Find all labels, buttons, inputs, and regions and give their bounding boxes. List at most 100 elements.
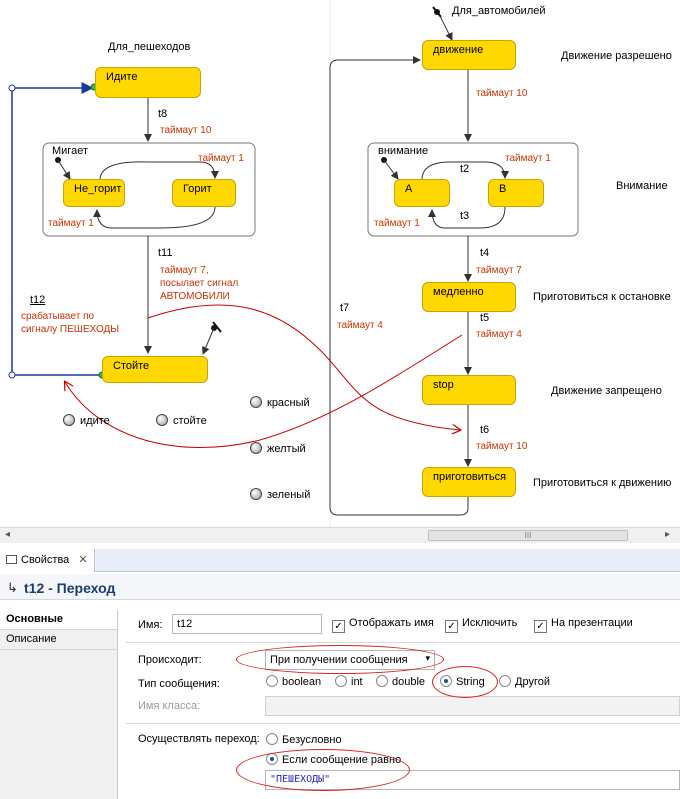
radio-other[interactable]: Другой: [499, 675, 550, 688]
note-vnimanie: Внимание: [616, 180, 668, 192]
statevar-zhelty-label: желтый: [267, 443, 306, 455]
state-prigotovitsya-label: приготовиться: [433, 471, 507, 483]
statevar-zeleny[interactable]: зеленый: [250, 488, 310, 501]
exclude-label: Исключить: [462, 617, 518, 629]
radio-icon: [499, 675, 511, 687]
checkbox-checked-icon: ✓: [534, 620, 547, 633]
state-gorit-label: Горит: [183, 183, 212, 195]
radio-int[interactable]: int: [335, 675, 363, 688]
properties-sidebar: Основные Описание: [0, 610, 118, 799]
name-label: Имя:: [138, 619, 163, 631]
statechart-canvas[interactable]: Для_пешеходов Для_автомобилей Идите Мига…: [0, 0, 680, 545]
state-idite-label: Идите: [106, 71, 138, 83]
radio-icon: [266, 733, 278, 745]
state-a[interactable]: A: [394, 179, 450, 207]
state-b-label: B: [499, 183, 507, 195]
transition-a-timeout: таймаут 1: [374, 218, 420, 229]
radio-icon: [376, 675, 388, 687]
name-field[interactable]: t12: [172, 614, 322, 634]
state-ne-gorit[interactable]: Не_горит: [63, 179, 125, 207]
exclude-checkbox[interactable]: ✓ Исключить: [445, 617, 517, 633]
transition-t11-text1: таймаут 7,: [160, 265, 209, 276]
annotation-ellipse: [236, 749, 410, 791]
cars-statechart-label: Для_автомобилей: [452, 5, 546, 17]
state-prigotovitsya[interactable]: приготовиться: [422, 467, 516, 497]
transition-t12-name[interactable]: t12: [30, 294, 46, 306]
statevar-zeleny-label: зеленый: [267, 489, 311, 501]
close-icon[interactable]: ✕: [78, 554, 88, 566]
show-name-checkbox[interactable]: ✓ Отображать имя: [332, 617, 434, 633]
state-idite[interactable]: Идите: [95, 67, 201, 98]
properties-tab[interactable]: Свойства ✕: [0, 549, 95, 572]
note-dvizhenie-zapreshcheno: Движение запрещено: [551, 385, 662, 397]
state-gorit[interactable]: Горит: [172, 179, 236, 207]
transition-t3-name: t3: [460, 210, 470, 222]
properties-icon: [6, 555, 17, 564]
scrollbar-grip: III: [524, 531, 532, 540]
transition-t1-timeout: таймаут 10: [476, 88, 528, 99]
note-dvizhenie-razresheno: Движение разрешено: [561, 50, 672, 62]
properties-title: t12 - Переход: [24, 580, 116, 596]
statevar-idite-label: идите: [80, 415, 110, 427]
transition-t11-text2: посылает сигнал: [160, 278, 239, 289]
radio-icon: [335, 675, 347, 687]
separator: [126, 723, 680, 724]
statevar-icon: [63, 414, 75, 426]
state-medlenno[interactable]: медленно: [422, 282, 516, 312]
sidebar-item-basic[interactable]: Основные: [0, 610, 117, 630]
transition-negorit-timeout: таймаут 1: [48, 218, 94, 229]
class-name-label: Имя класса:: [138, 700, 201, 712]
radio-icon: [266, 675, 278, 687]
transition-t12-text2: сигналу ПЕШЕХОДЫ: [21, 324, 120, 335]
sidebar-item-description[interactable]: Описание: [0, 630, 117, 650]
transition-t5-timeout: таймаут 4: [476, 329, 522, 340]
state-dvizhenie-label: движение: [433, 44, 484, 56]
scroll-left-icon[interactable]: ◂: [5, 529, 11, 540]
statevar-krasny-label: красный: [267, 397, 310, 409]
radio-other-label: Другой: [515, 676, 550, 688]
state-stop[interactable]: stop: [422, 375, 516, 405]
annotation-ellipse: [236, 645, 444, 674]
transition-icon: ↳: [7, 580, 18, 595]
statevar-icon: [250, 396, 262, 408]
transition-gorit-timeout: таймаут 1: [198, 153, 244, 164]
transition-t8-timeout: таймаут 10: [160, 125, 212, 136]
state-stop-label: stop: [433, 379, 454, 391]
transition-b-timeout: таймаут 1: [505, 153, 551, 164]
note-prigotovitsya-k-ostanovke: Приготовиться к остановке: [533, 291, 671, 303]
statevar-zhelty[interactable]: желтый: [250, 442, 306, 455]
statevar-idite[interactable]: идите: [63, 414, 110, 427]
state-stoyte[interactable]: Стойте: [102, 356, 208, 383]
radio-boolean[interactable]: boolean: [266, 675, 321, 688]
occurs-label: Происходит:: [138, 654, 202, 666]
transition-t7-timeout: таймаут 4: [337, 320, 383, 331]
show-name-label: Отображать имя: [349, 617, 434, 629]
transition-t2-name: t2: [460, 163, 470, 175]
scroll-right-icon[interactable]: ▸: [665, 529, 671, 540]
radio-unconditional-label: Безусловно: [282, 734, 342, 746]
transition-t11-text3: АВТОМОБИЛИ: [160, 291, 230, 302]
radio-double[interactable]: double: [376, 675, 425, 688]
checkbox-checked-icon: ✓: [332, 620, 345, 633]
state-dvizhenie[interactable]: движение: [422, 40, 516, 70]
horizontal-scrollbar[interactable]: ◂ III ▸: [0, 527, 680, 543]
statevar-stoyte[interactable]: стойте: [156, 414, 207, 427]
perform-transition-label: Осуществлять переход:: [138, 733, 260, 745]
properties-tabbar: Свойства ✕: [0, 549, 680, 572]
radio-int-label: int: [351, 676, 363, 688]
state-b[interactable]: B: [488, 179, 544, 207]
diagram-connectors: [8, 0, 579, 527]
class-name-field: [265, 696, 680, 716]
scrollbar-thumb[interactable]: III: [428, 530, 628, 541]
radio-unconditional[interactable]: Безусловно: [266, 733, 342, 746]
statevar-krasny[interactable]: красный: [250, 396, 310, 409]
transition-t7-name: t7: [340, 302, 350, 314]
statevar-icon: [250, 488, 262, 500]
on-presentation-checkbox[interactable]: ✓На презентации: [534, 617, 633, 633]
state-vnimanie-label: внимание: [378, 145, 429, 157]
transition-t12-text1: срабатывает по: [21, 311, 95, 322]
state-a-label: A: [405, 183, 413, 195]
statevar-icon: [250, 442, 262, 454]
message-type-label: Тип сообщения:: [138, 678, 220, 690]
checkbox-checked-icon: ✓: [445, 620, 458, 633]
